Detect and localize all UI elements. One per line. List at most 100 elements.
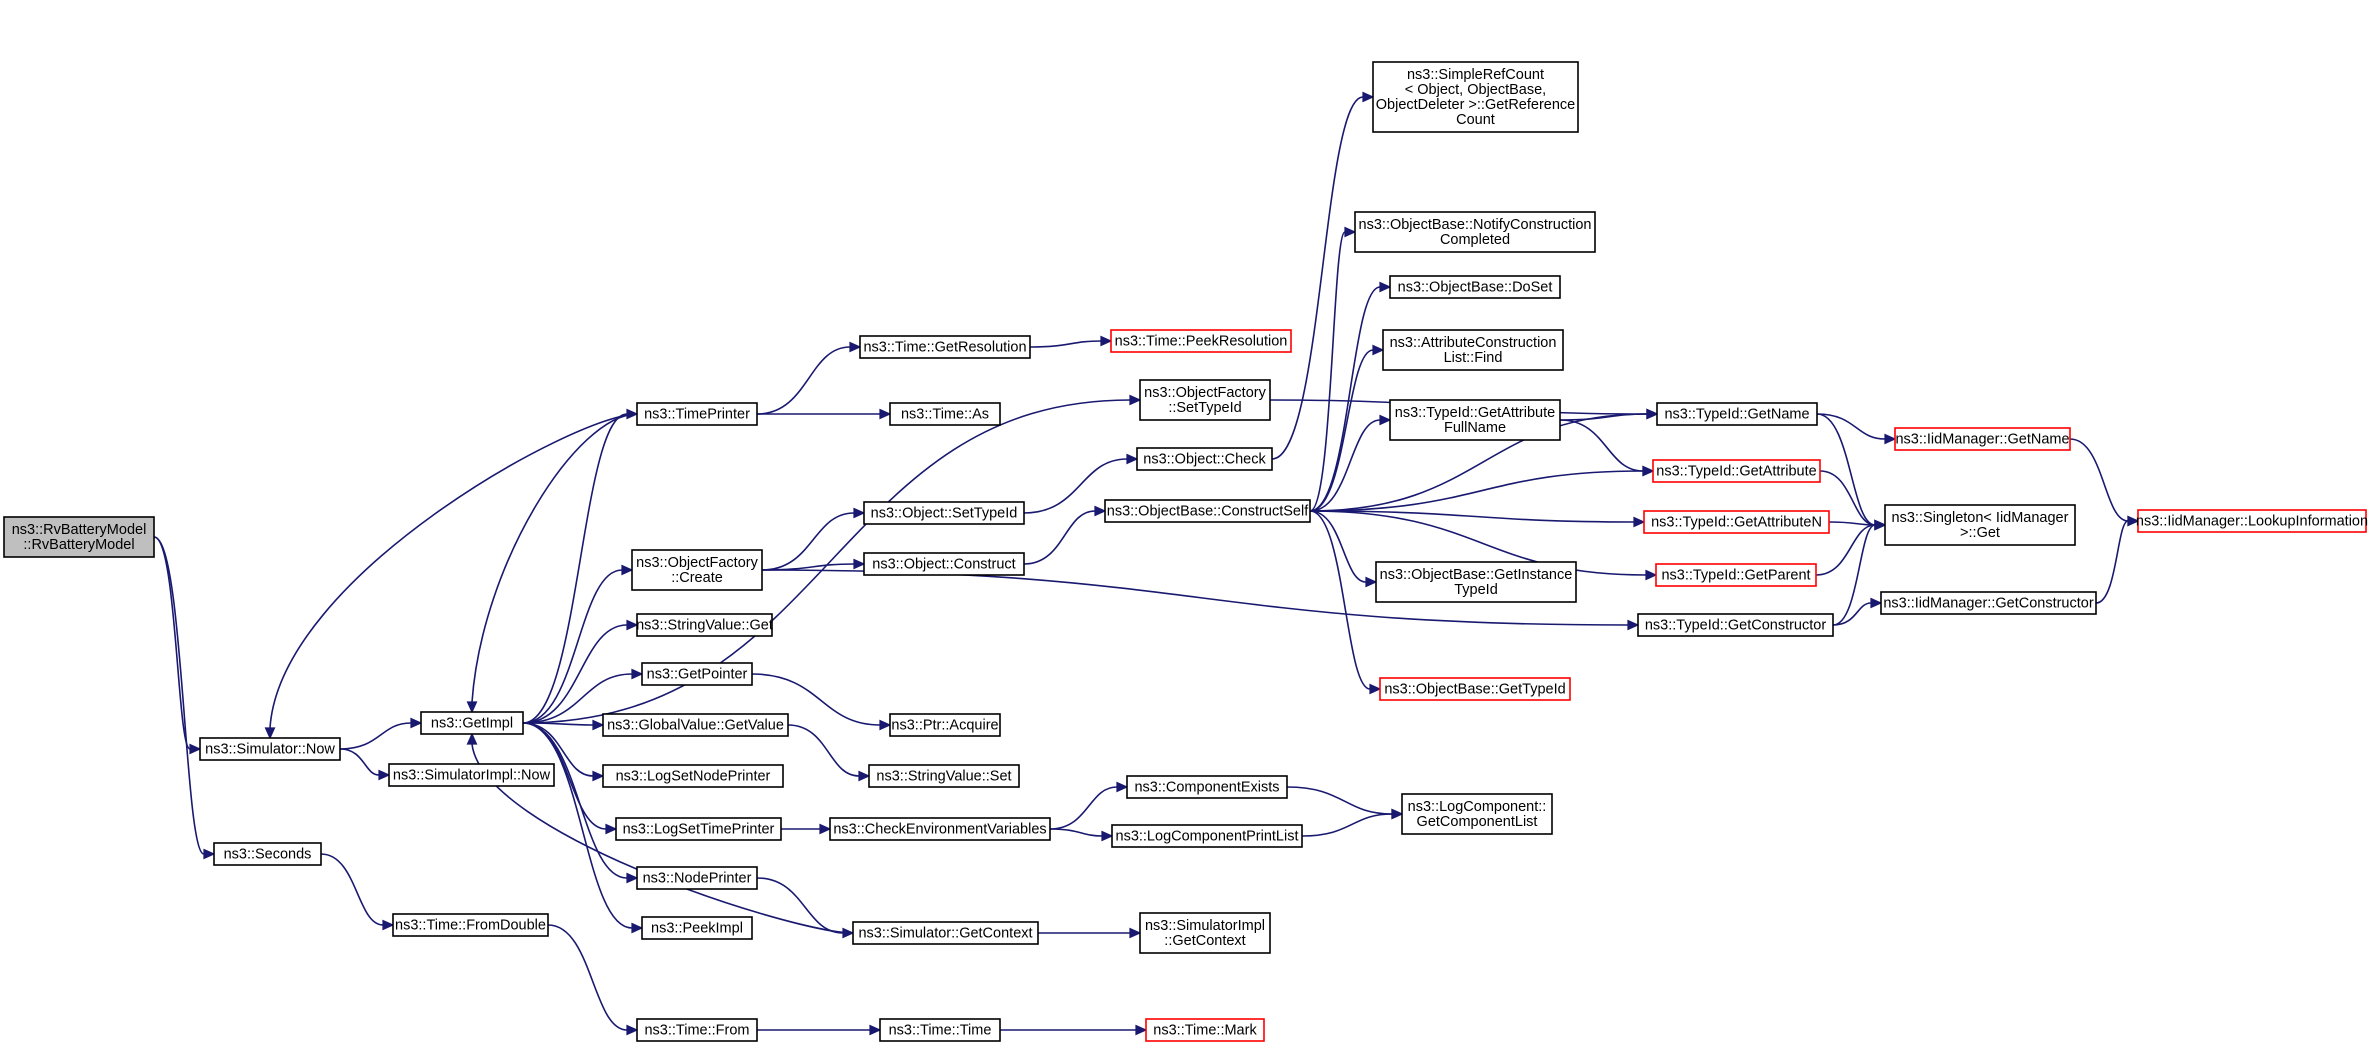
node-logsetnode[interactable]: ns3::LogSetNodePrinter [602,764,784,788]
node-box [199,737,341,761]
edge-arrowhead [879,408,892,420]
node-singletonget[interactable]: ns3::Singleton< IidManager>::Get [1884,504,2076,546]
node-box [1656,402,1818,426]
node-strvalget[interactable]: ns3::StringValue::Get [636,613,773,637]
node-peekimpl[interactable]: ns3::PeekImpl [641,916,753,940]
node-typeidgetname[interactable]: ns3::TypeId::GetName [1656,402,1818,426]
edge-arrowhead [1874,519,1887,531]
node-timeprinter[interactable]: ns3::TimePrinter [636,402,758,426]
node-typeidgetctor[interactable]: ns3::TypeId::GetConstructor [1637,613,1834,637]
node-box [1111,824,1303,848]
node-box [863,501,1025,525]
node-box [1655,563,1817,587]
edge-arrowhead [1135,1024,1148,1036]
node-seconds[interactable]: ns3::Seconds [213,842,322,866]
node-objfactcreate[interactable]: ns3::ObjectFactory::Create [631,549,763,591]
call-edge [1301,813,1393,837]
node-timeas[interactable]: ns3::Time::As [889,402,1001,426]
node-box [636,402,758,426]
node-simimplgetctx[interactable]: ns3::SimulatorImpl::GetContext [1139,912,1271,954]
node-globalvalget[interactable]: ns3::GlobalValue::GetValue [602,713,789,737]
edge-arrowhead [592,770,605,782]
node-objsettypeid[interactable]: ns3::Object::SetTypeId [863,501,1025,525]
node-ptracquire[interactable]: ns3::Ptr::Acquire [889,713,1001,737]
call-edge [1309,510,1647,576]
node-iidgetname[interactable]: ns3::IidManager::GetName [1894,427,2071,451]
node-objfactsettypeid[interactable]: ns3::ObjectFactory::SetTypeId [1139,379,1271,421]
node-objbasegettypeid[interactable]: ns3::ObjectBase::GetTypeId [1379,677,1571,701]
node-label: ns3::CheckEnvironmentVariables [833,822,1046,838]
call-edge [1309,510,1367,583]
call-edge [787,724,860,777]
node-getpointer[interactable]: ns3::GetPointer [641,662,753,686]
edge-arrowhead [189,743,202,755]
node-checkenv[interactable]: ns3::CheckEnvironmentVariables [829,817,1051,841]
node-box [636,1018,758,1042]
node-getimpl[interactable]: ns3::GetImpl [420,711,524,735]
node-logsettime[interactable]: ns3::LogSetTimePrinter [615,817,782,841]
node-logcompgetlist[interactable]: ns3::LogComponent::GetComponentList [1401,793,1553,835]
node-strvalset[interactable]: ns3::StringValue::Set [868,764,1020,788]
node-timetime[interactable]: ns3::Time::Time [879,1018,1001,1042]
edge-arrowhead [1379,281,1392,293]
node-label: >::Get [1960,525,2000,541]
edge-arrowhead [1633,516,1646,528]
node-box [636,866,758,890]
node-root[interactable]: ns3::RvBatteryModel::RvBatteryModel [3,516,155,558]
node-fromdouble[interactable]: ns3::Time::FromDouble [392,913,549,937]
call-edge [522,673,633,724]
node-getresolution[interactable]: ns3::Time::GetResolution [859,335,1031,359]
node-box [602,713,789,737]
node-typeidgetparent[interactable]: ns3::TypeId::GetParent [1655,563,1817,587]
node-box [1389,399,1561,441]
node-notifyconstr[interactable]: ns3::ObjectBase::NotifyConstructionCompl… [1354,211,1596,253]
node-box [829,817,1051,841]
node-timemark[interactable]: ns3::Time::Mark [1145,1018,1265,1042]
edge-arrowhead [626,872,639,884]
node-typeidgetattrn[interactable]: ns3::TypeId::GetAttributeN [1643,510,1830,534]
node-iidlookup[interactable]: ns3::IidManager::LookupInformation [2136,509,2368,533]
edge-arrowhead [466,732,478,745]
node-nodeprinter[interactable]: ns3::NodePrinter [636,866,758,890]
call-edge [1309,231,1346,512]
node-typeidgetattr[interactable]: ns3::TypeId::GetAttribute [1652,459,1821,483]
node-objcheck[interactable]: ns3::Object::Check [1136,447,1273,471]
node-simimplnow[interactable]: ns3::SimulatorImpl::Now [388,763,555,787]
call-edge [522,624,628,724]
node-box [420,711,524,735]
edge-arrowhead [631,668,644,680]
node-label: ns3::GetImpl [431,716,513,732]
node-label: ns3::TimePrinter [644,407,750,423]
node-simgetcontext[interactable]: ns3::Simulator::GetContext [852,921,1039,945]
node-objconstruct[interactable]: ns3::Object::Construct [863,552,1025,576]
edge-arrowhead [631,922,644,934]
node-label: ns3::ObjectBase::DoSet [1398,280,1553,296]
node-label: ns3::ObjectFactory [636,555,758,571]
node-iidgetctor[interactable]: ns3::IidManager::GetConstructor [1880,591,2097,615]
call-edge [1309,510,1635,523]
node-label: ns3::LogComponent:: [1408,799,1547,815]
node-label: ns3::Time::GetResolution [863,340,1026,356]
node-compexists[interactable]: ns3::ComponentExists [1126,775,1288,799]
edge-arrowhead [858,770,871,782]
node-simplerefcount[interactable]: ns3::SimpleRefCount< Object, ObjectBase,… [1372,61,1579,133]
call-edge [1309,349,1374,512]
node-label: ns3::TypeId::GetAttribute [1395,405,1555,421]
node-label: ns3::Object::SetTypeId [871,506,1018,522]
node-peekres[interactable]: ns3::Time::PeekResolution [1110,329,1292,353]
node-simnow[interactable]: ns3::Simulator::Now [199,737,341,761]
node-timefrom[interactable]: ns3::Time::From [636,1018,758,1042]
node-doset[interactable]: ns3::ObjectBase::DoSet [1389,275,1561,299]
node-logcompprint[interactable]: ns3::LogComponentPrintList [1111,824,1303,848]
edge-arrowhead [1129,394,1142,406]
call-edge [320,853,384,926]
node-constructself[interactable]: ns3::ObjectBase::ConstructSelf [1104,499,1311,523]
edge-arrowhead [849,341,862,353]
node-box [868,764,1020,788]
call-edge [522,413,628,724]
node-box [631,549,763,591]
call-edge [1816,413,1886,440]
